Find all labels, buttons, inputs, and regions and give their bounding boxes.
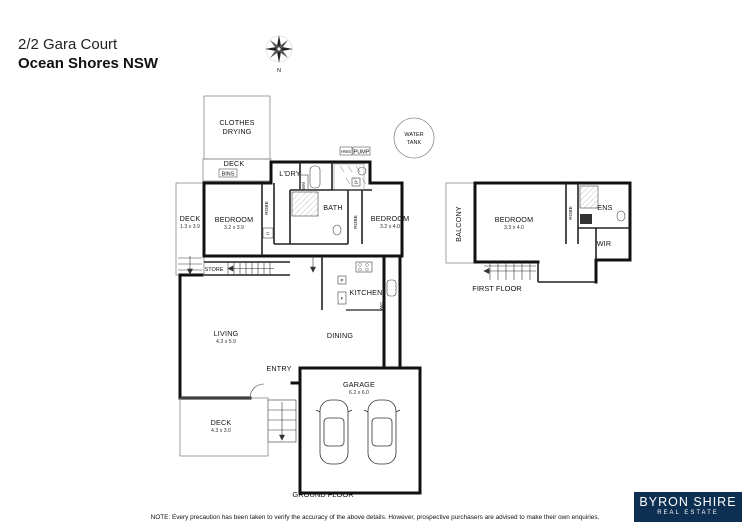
basin-icon xyxy=(357,166,367,176)
disclaimer: NOTE: Every precaution has been taken to… xyxy=(150,514,600,521)
first-floor-interior xyxy=(537,183,630,283)
water-tank xyxy=(393,117,435,159)
bedroom1-label: BEDROOM xyxy=(215,215,254,224)
pantry-label: P xyxy=(341,278,344,283)
ground-floor-label: GROUND FLOOR xyxy=(292,490,354,499)
robe2-label: ROBE xyxy=(353,215,359,229)
cooktop-icon xyxy=(355,261,373,273)
deck-bottom-dim: 4.3 x 3.0 xyxy=(211,428,231,434)
door-arrow-hall xyxy=(310,256,316,273)
tiles-hatch xyxy=(333,163,367,191)
property-suburb: Ocean Shores NSW xyxy=(18,55,159,72)
property-address: 2/2 Gara Court xyxy=(18,36,118,53)
bedroom3-dim: 3.3 x 4.0 xyxy=(504,225,524,231)
ensuite-label: ENS xyxy=(597,203,612,212)
kitchen-label: KITCHEN xyxy=(350,288,383,297)
ensuite-toilet-icon xyxy=(616,210,626,222)
deck-bottom xyxy=(179,397,269,457)
brand-logo: BYRON SHIRE REAL ESTATE xyxy=(634,492,742,522)
cupboard1 xyxy=(262,227,274,239)
dining-label: DINING xyxy=(327,331,354,340)
bedroom1-dim: 3.2 x 3.9 xyxy=(224,225,244,231)
garage-label: GARAGE xyxy=(343,380,375,389)
ensuite-shower-icon xyxy=(579,185,599,209)
cupboard-bath-label: C xyxy=(354,180,357,185)
deck-left-dim: 1.3 x 3.9 xyxy=(180,224,200,230)
deck-upper-label: DECK xyxy=(224,159,245,168)
entry-label: ENTRY xyxy=(266,364,291,373)
sink-icon xyxy=(386,279,397,297)
wir-label: WIR xyxy=(597,239,612,248)
bins-box xyxy=(218,168,238,178)
garage-dim: 6.2 x 6.0 xyxy=(349,390,369,396)
cupboard-bath xyxy=(351,177,361,187)
stairs-first xyxy=(483,262,536,280)
pantry-box xyxy=(337,275,347,285)
car-icon-left xyxy=(315,399,353,465)
laundry-tub-icon xyxy=(309,165,321,189)
entry-door-swing xyxy=(249,383,265,399)
water-label: WATER xyxy=(404,132,423,138)
bath-label: BATH xyxy=(323,203,342,212)
entry-steps xyxy=(267,399,297,443)
first-floor-label: FIRST FLOOR xyxy=(472,284,522,293)
bins-label: BINS xyxy=(222,172,235,178)
dishwasher-label: DW xyxy=(379,302,384,310)
deck-bottom-label: DECK xyxy=(211,418,232,427)
wm-label: WM xyxy=(301,182,306,190)
fridge-label: F xyxy=(341,296,344,301)
fridge-box xyxy=(337,291,347,305)
ensuite-vanity xyxy=(580,214,592,224)
robe1-label: ROBE xyxy=(264,201,270,215)
car-icon-right xyxy=(363,399,401,465)
interior-walls xyxy=(204,162,372,310)
clothes-label: CLOTHES xyxy=(219,118,254,127)
compass-north-label: N xyxy=(277,68,281,74)
bedroom2-label: BEDROOM xyxy=(371,214,410,223)
deck-left-label: DECK xyxy=(180,214,201,223)
cupboard1-label: C xyxy=(266,231,270,236)
pump-box xyxy=(352,146,371,156)
hws-label: HWS xyxy=(341,149,351,154)
bedroom3-label: BEDROOM xyxy=(495,215,534,224)
shower-icon xyxy=(291,191,319,217)
washing-machine-box xyxy=(299,174,309,191)
robe3-label: ROBE xyxy=(568,206,574,220)
tank-label: TANK xyxy=(407,140,422,146)
brand-name: BYRON SHIRE xyxy=(639,495,737,509)
toilet-icon xyxy=(332,224,342,236)
compass-rose-icon xyxy=(265,35,293,63)
living-dim: 4.3 x 5.9 xyxy=(216,339,236,345)
bedroom2-dim: 3.2 x 4.0 xyxy=(380,224,400,230)
living-label: LIVING xyxy=(214,329,239,338)
property-header: 2/2 Gara Court Ocean Shores NSW xyxy=(18,36,158,73)
hws-box xyxy=(339,146,353,156)
stairs-ground xyxy=(227,262,274,275)
laundry-label: L'DRY xyxy=(279,169,300,178)
stairs-deck-left xyxy=(178,256,202,275)
balcony-label: BALCONY xyxy=(454,206,463,242)
drying-label: DRYING xyxy=(222,127,251,136)
pump-label: PUMP xyxy=(354,150,370,156)
store-label: STORE xyxy=(205,267,224,273)
brand-tagline: REAL ESTATE xyxy=(657,510,719,516)
